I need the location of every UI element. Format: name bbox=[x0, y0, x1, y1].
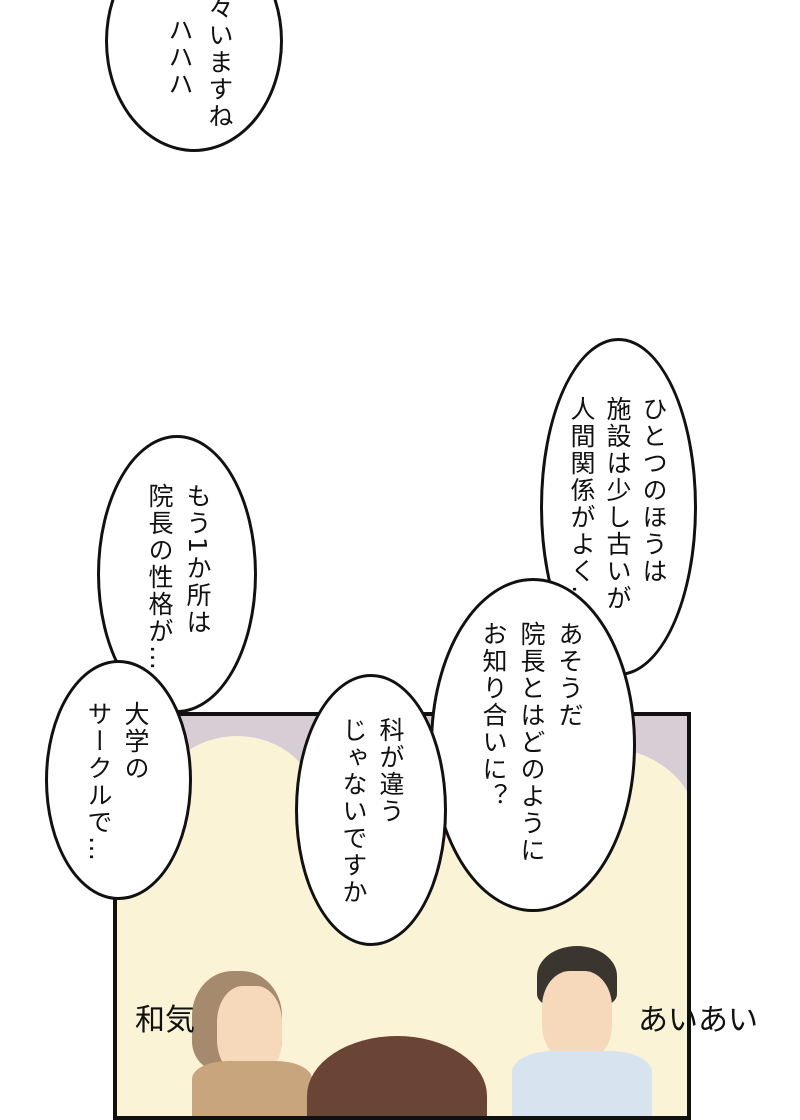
bubble-line: 人間関係がよく… bbox=[567, 396, 596, 612]
bubble-line: 々いますね bbox=[205, 0, 234, 130]
bubble-line: 科が違う bbox=[376, 717, 405, 825]
bubble-line: 院長とはどのように bbox=[517, 621, 546, 864]
bubble-line: あそうだ bbox=[555, 621, 584, 729]
bubble-line: もう1か所は bbox=[183, 483, 212, 636]
bubble-line: ハハハ bbox=[165, 17, 194, 98]
bubble-line: サークルで… bbox=[84, 701, 113, 863]
character-label-right: あいあい bbox=[638, 1003, 758, 1038]
character-label-left: 和気 bbox=[135, 1003, 195, 1038]
speech-bubble-right: ひとつのほうは 施設は少し古いが 人間関係がよく… bbox=[540, 338, 697, 676]
man-body bbox=[512, 1051, 652, 1116]
speech-bubble-center: あそうだ 院長とはどのように お知り合いに？ bbox=[430, 578, 636, 912]
speech-bubble-center-left: 科が違う じゃないですか bbox=[295, 674, 447, 946]
bubble-line: 施設は少し古いが bbox=[603, 396, 632, 612]
woman-body bbox=[192, 1061, 312, 1116]
bubble-line: お知り合いに？ bbox=[479, 621, 508, 810]
bubble-line: 院長の性格が… bbox=[145, 483, 174, 672]
bubble-line: ひとつのほうは bbox=[639, 396, 668, 585]
bubble-line: じゃないですか bbox=[339, 717, 368, 906]
speech-bubble-left: 大学の サークルで… bbox=[45, 660, 192, 900]
bubble-line: 大学の bbox=[121, 701, 150, 782]
man-face bbox=[542, 971, 612, 1061]
speech-bubble-top: 々いますね ハハハ bbox=[105, 0, 283, 152]
